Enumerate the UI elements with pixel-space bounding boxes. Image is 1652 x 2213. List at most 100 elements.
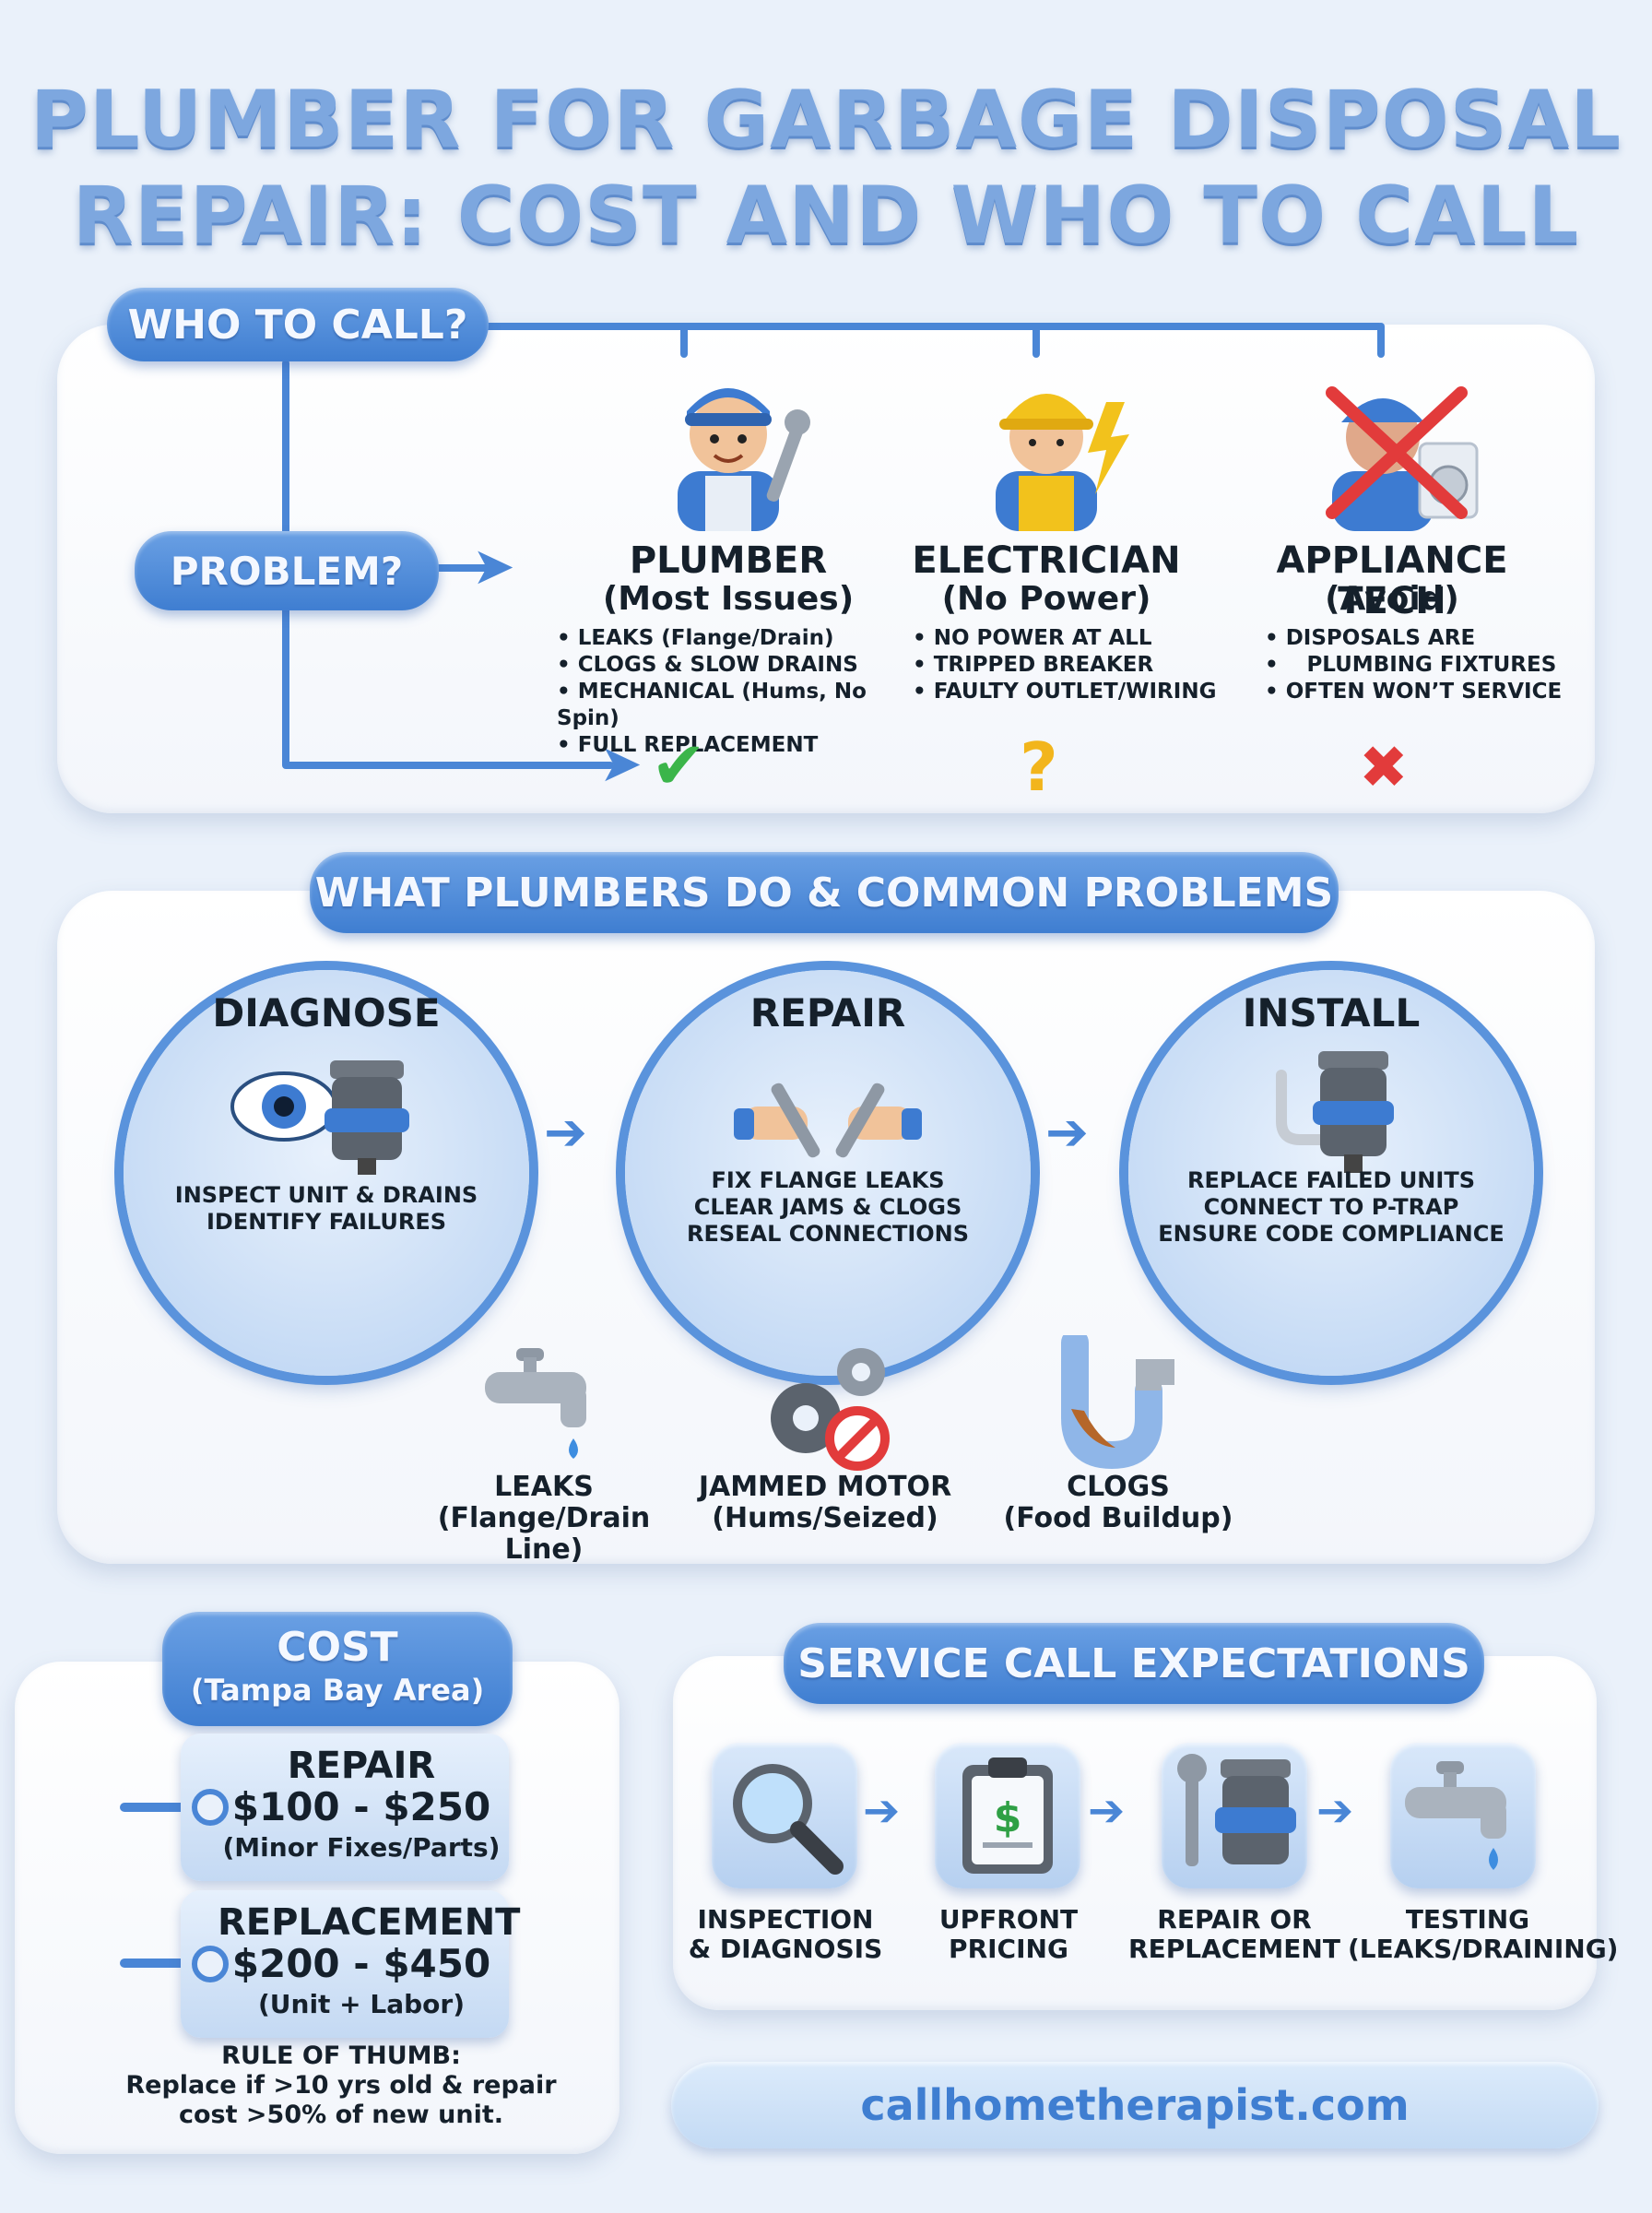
service-label-line: REPAIR OR bbox=[1157, 1904, 1312, 1935]
magnifier-icon bbox=[733, 1764, 844, 1875]
problem-pill: PROBLEM? bbox=[135, 531, 439, 610]
step-diagnose-card bbox=[124, 970, 529, 1376]
service-step-repair-label: REPAIR OR REPLACEMENT bbox=[1128, 1905, 1340, 1964]
role-electrician-bullets: NO POWER AT ALL TRIPPED BREAKER FAULTY O… bbox=[913, 625, 1217, 705]
service-header-text: SERVICE CALL EXPECTATIONS bbox=[797, 1639, 1470, 1687]
page-title: PLUMBER FOR GARBAGE DISPOSAL REPAIR: COS… bbox=[0, 72, 1652, 264]
list-item: NO POWER AT ALL bbox=[913, 625, 1217, 652]
list-item: MECHANICAL (Hums, No Spin) bbox=[557, 679, 907, 732]
role-plumber-name: PLUMBER bbox=[629, 539, 828, 582]
tag-string bbox=[120, 1959, 221, 1968]
step-repair-line: CLEAR JAMS & CLOGS bbox=[693, 1194, 962, 1220]
wrench-hands-icon bbox=[734, 1083, 922, 1158]
check-icon: ✔ bbox=[651, 727, 707, 804]
faucet-drip-icon bbox=[485, 1348, 586, 1459]
clogged-pipe-icon bbox=[1061, 1335, 1174, 1470]
service-label-line: & DIAGNOSIS bbox=[688, 1934, 883, 1964]
footer-url-link[interactable]: callhometherapist.com bbox=[860, 2080, 1410, 2130]
list-item: • PLUMBING FIXTURES bbox=[1265, 652, 1578, 679]
cross-icon: ✖ bbox=[1359, 734, 1409, 802]
connector-bottom bbox=[282, 762, 614, 769]
role-appliance-bullets: DISPOSALS ARE • PLUMBING FIXTURES OFTEN … bbox=[1265, 625, 1578, 705]
cost-tag-repair bbox=[181, 1734, 509, 1881]
what-plumbers-do-header-text: WHAT PLUMBERS DO & COMMON PROBLEMS bbox=[314, 869, 1334, 917]
list-item: FULL REPLACEMENT bbox=[557, 732, 907, 759]
rule-text: cost >50% of new unit. bbox=[178, 2101, 503, 2129]
who-to-call-header-text: WHO TO CALL? bbox=[127, 301, 468, 349]
appliance-tech-icon bbox=[1326, 386, 1479, 531]
step-diagnose-text: INSPECT UNIT & DRAINS IDENTIFY FAILURES bbox=[124, 1182, 529, 1236]
step-repair-line: FIX FLANGE LEAKS bbox=[711, 1167, 945, 1193]
service-step-inspection-label: INSPECTION & DIAGNOSIS bbox=[684, 1905, 887, 1964]
eye-disposal-icon bbox=[230, 1060, 409, 1175]
connector-problem-arrow bbox=[435, 564, 490, 572]
list-item-text: PLUMBING FIXTURES bbox=[1306, 653, 1557, 677]
tag-string bbox=[120, 1803, 221, 1812]
arrow-service-1: ➔ bbox=[863, 1785, 901, 1837]
connector-drop-3 bbox=[1377, 323, 1385, 358]
role-electrician-name: ELECTRICIAN bbox=[912, 539, 1181, 582]
faucet-test-icon bbox=[1405, 1761, 1506, 1870]
step-install-title: INSTALL bbox=[1242, 990, 1421, 1035]
who-to-call-header: WHO TO CALL? bbox=[107, 288, 489, 361]
arrow-diagnose-repair: ➔ bbox=[544, 1103, 587, 1163]
problem-clogs-detail: (Food Buildup) bbox=[1003, 1502, 1233, 1534]
arrow-problem: ➤ bbox=[472, 537, 515, 597]
wrench-disposal-icon bbox=[1177, 1754, 1296, 1866]
problem-clogs: CLOGS (Food Buildup) bbox=[985, 1472, 1252, 1534]
cost-header-text: COST bbox=[277, 1624, 398, 1671]
problem-jammed-name: JAMMED MOTOR bbox=[698, 1471, 952, 1503]
list-item: FAULTY OUTLET/WIRING bbox=[913, 679, 1217, 705]
service-label-line: INSPECTION bbox=[697, 1904, 874, 1935]
problem-leaks-detail: (Flange/Drain Line) bbox=[437, 1502, 651, 1566]
question-icon: ? bbox=[1020, 728, 1058, 806]
role-plumber-bullets: LEAKS (Flange/Drain) CLOGS & SLOW DRAINS… bbox=[557, 625, 907, 759]
role-plumber: PLUMBER (Most Issues) bbox=[553, 365, 903, 799]
what-plumbers-do-header: WHAT PLUMBERS DO & COMMON PROBLEMS bbox=[310, 852, 1339, 933]
tag-hole bbox=[192, 1789, 229, 1826]
service-label-line: TESTING bbox=[1405, 1904, 1530, 1935]
role-plumber-sub: (Most Issues) bbox=[602, 580, 855, 618]
arrow-service-2: ➔ bbox=[1088, 1785, 1126, 1837]
problem-leaks: LEAKS (Flange/Drain Line) bbox=[406, 1472, 682, 1566]
step-install-line: ENSURE CODE COMPLIANCE bbox=[1158, 1221, 1504, 1247]
connector-drop-2 bbox=[1032, 323, 1040, 358]
svg-text:$: $ bbox=[994, 1794, 1022, 1841]
cost-replacement-name: REPLACEMENT bbox=[218, 1901, 521, 1944]
cost-subheader-text: (Tampa Bay Area) bbox=[190, 1673, 485, 1708]
list-item: TRIPPED BREAKER bbox=[913, 652, 1217, 679]
list-item: DISPOSALS ARE bbox=[1265, 625, 1578, 652]
problem-jammed-motor: JAMMED MOTOR (Hums/Seized) bbox=[682, 1472, 968, 1534]
title-line-1: PLUMBER FOR GARBAGE DISPOSAL bbox=[30, 74, 1622, 166]
cost-repair-note: (Minor Fixes/Parts) bbox=[222, 1832, 501, 1863]
list-item: OFTEN WON’T SERVICE bbox=[1265, 679, 1578, 705]
arrow-service-3: ➔ bbox=[1316, 1785, 1354, 1837]
cost-replacement-price: $200 - $450 bbox=[231, 1941, 491, 1986]
step-diagnose-line: INSPECT UNIT & DRAINS bbox=[174, 1182, 478, 1208]
rule-of-thumb: RULE OF THUMB: Replace if >10 yrs old & … bbox=[101, 2041, 581, 2130]
footer-url-bar[interactable]: callhometherapist.com bbox=[671, 2062, 1599, 2148]
service-label-line: (LEAKS/DRAINING) bbox=[1348, 1934, 1619, 1964]
clipboard-dollar-icon: $ bbox=[962, 1757, 1053, 1874]
step-repair-title: REPAIR bbox=[749, 990, 906, 1035]
role-appliance-sub: (Avoid) bbox=[1325, 580, 1459, 618]
connector-top bbox=[452, 323, 1383, 330]
service-step-pricing-label: UPFRONT PRICING bbox=[907, 1905, 1110, 1964]
problem-text: PROBLEM? bbox=[170, 548, 404, 594]
step-install-line: CONNECT TO P-TRAP bbox=[1203, 1194, 1459, 1220]
disposal-pipe-icon bbox=[1276, 1051, 1394, 1173]
step-install-text: REPLACE FAILED UNITS CONNECT TO P-TRAP E… bbox=[1128, 1167, 1534, 1248]
problem-jammed-detail: (Hums/Seized) bbox=[712, 1502, 938, 1534]
role-appliance-name: APPLIANCE TECH bbox=[1276, 539, 1508, 622]
cost-repair-name: REPAIR bbox=[287, 1745, 436, 1787]
step-repair-line: RESEAL CONNECTIONS bbox=[686, 1221, 970, 1247]
role-electrician-sub: (No Power) bbox=[941, 580, 1151, 618]
cost-repair-price: $100 - $250 bbox=[231, 1784, 491, 1829]
arrow-repair-install: ➔ bbox=[1045, 1103, 1089, 1163]
problem-clogs-name: CLOGS bbox=[1067, 1471, 1170, 1503]
tag-hole bbox=[192, 1946, 229, 1982]
electrician-icon bbox=[996, 394, 1129, 531]
list-item: LEAKS (Flange/Drain) bbox=[557, 625, 907, 652]
service-label-line: UPFRONT bbox=[938, 1904, 1079, 1935]
step-diagnose-line: IDENTIFY FAILURES bbox=[206, 1209, 446, 1235]
